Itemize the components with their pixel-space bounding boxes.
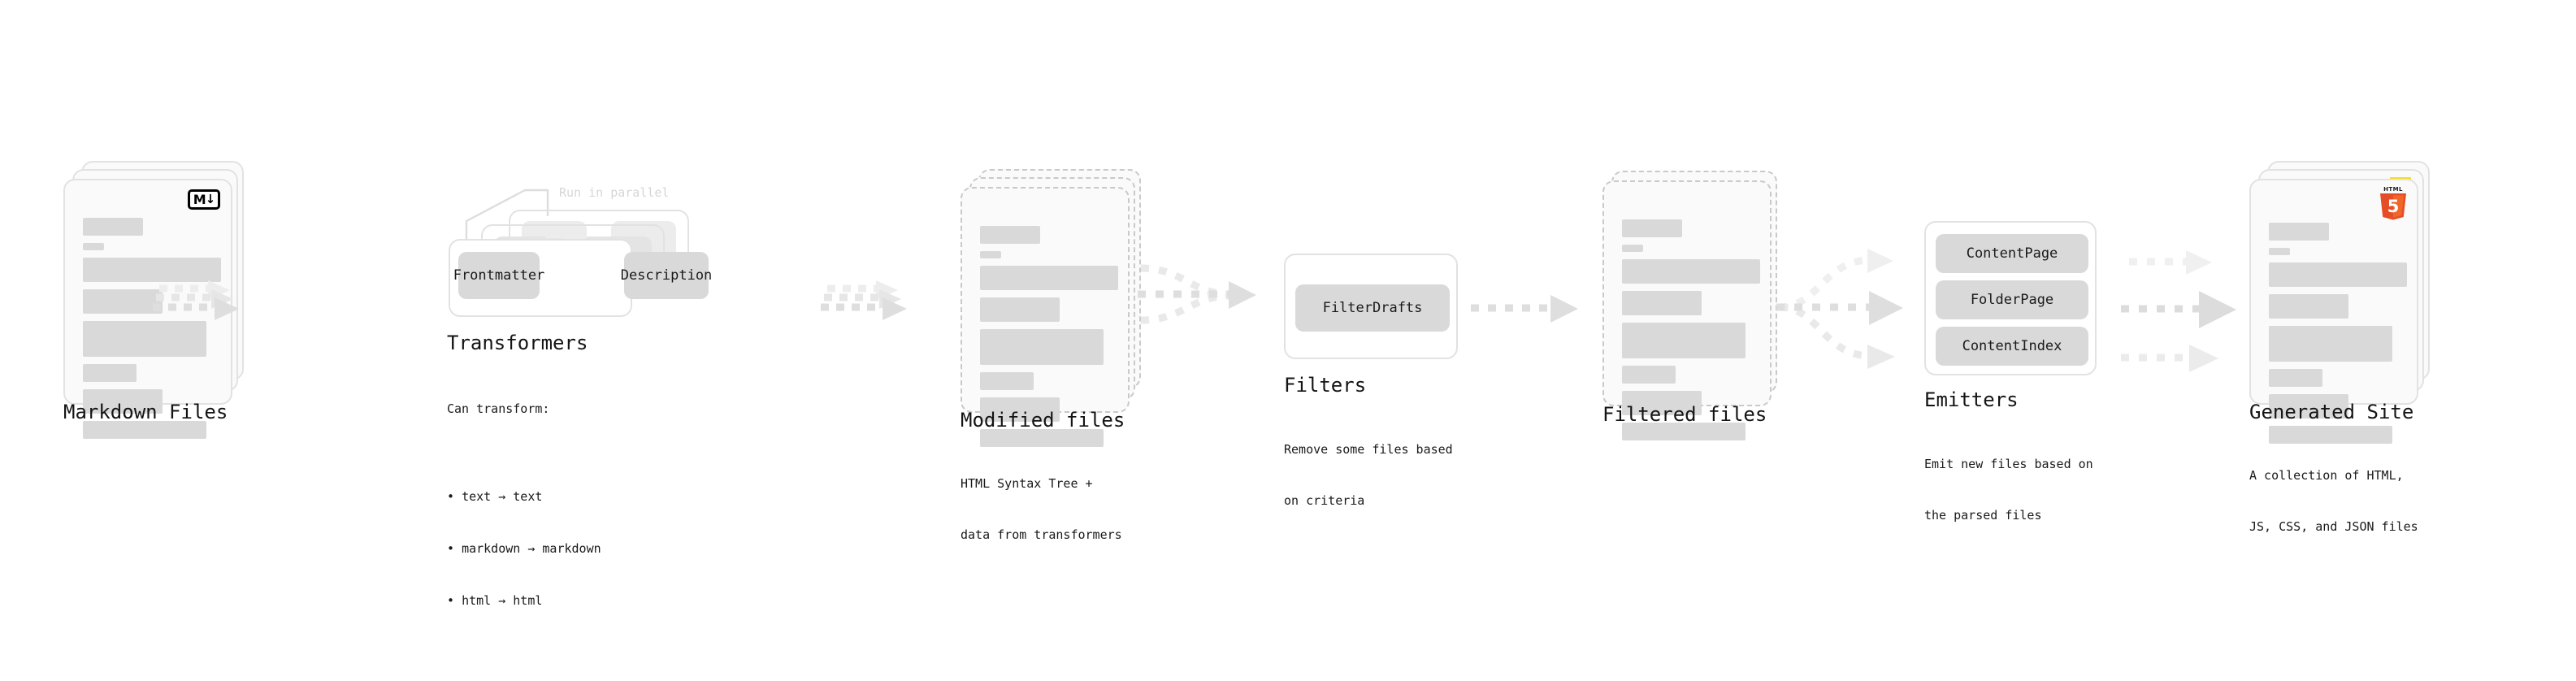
transformer-chip-description[interactable]: Description bbox=[621, 252, 712, 299]
transformers-bullet-item: html → html bbox=[447, 592, 601, 609]
markdown-logo-icon: M↓ bbox=[188, 189, 220, 210]
transformers-bullet-item: markdown → markdown bbox=[447, 540, 601, 557]
transformers-subtitle: Can transform: text → text markdown → ma… bbox=[447, 366, 601, 679]
stage-title-emitters: Emitters bbox=[1924, 388, 2019, 411]
markdown-file-stack: M↓ M↓ M↓ bbox=[63, 161, 244, 439]
markdown-logo-arrow: ↓ bbox=[205, 192, 216, 206]
emitter-chip-label: ContentPage bbox=[1966, 245, 2058, 262]
filters-subtitle-line1: Remove some files based bbox=[1284, 441, 1453, 457]
html5-logo-digit: 5 bbox=[2387, 197, 2400, 216]
emitter-chip-contentpage[interactable]: ContentPage bbox=[1936, 234, 2088, 273]
markdown-file-card-front: M↓ bbox=[63, 179, 232, 439]
emitter-chip-contentindex[interactable]: ContentIndex bbox=[1936, 327, 2088, 366]
modified-file-card-front bbox=[961, 187, 1130, 447]
transformer-chip-label: Description bbox=[620, 267, 713, 284]
emitter-chip-folderpage[interactable]: FolderPage bbox=[1936, 280, 2088, 319]
emitter-chip-label: ContentIndex bbox=[1962, 338, 2062, 354]
document-skeleton bbox=[980, 226, 1118, 454]
filter-chip-label: FilterDrafts bbox=[1322, 300, 1423, 316]
generated-site-subtitle-line1: A collection of HTML, bbox=[2249, 467, 2404, 483]
modified-files-subtitle-line1: HTML Syntax Tree + bbox=[961, 475, 1093, 491]
transformer-chip-label: Frontmatter bbox=[453, 267, 545, 284]
generated-site-subtitle: A collection of HTML, JS, CSS, and JSON … bbox=[2249, 432, 2418, 570]
generated-site-stack: CSS HTML 5 bbox=[2249, 161, 2430, 444]
filters-subtitle-line2: on criteria bbox=[1284, 493, 1365, 509]
html5-logo-label: HTML bbox=[2383, 186, 2403, 193]
emitter-chip-label: FolderPage bbox=[1970, 292, 2054, 308]
transformers-subtitle-head: Can transform: bbox=[447, 401, 550, 416]
filters-subtitle: Remove some files based on criteria bbox=[1284, 406, 1453, 544]
stage-title-transformers: Transformers bbox=[447, 332, 588, 354]
modified-files-subtitle-line2: data from transformers bbox=[961, 527, 1122, 543]
connector-filtered-to-emitters bbox=[1776, 249, 1903, 369]
stage-title-filters: Filters bbox=[1284, 374, 1367, 397]
document-skeleton bbox=[2269, 223, 2407, 451]
generated-site-subtitle-line2: JS, CSS, and JSON files bbox=[2249, 519, 2418, 535]
filtered-file-stack bbox=[1602, 169, 1777, 440]
connector-filters-to-filtered bbox=[1471, 295, 1578, 323]
document-skeleton bbox=[1622, 219, 1760, 448]
emitters-group-box: ContentPage FolderPage ContentIndex bbox=[1924, 221, 2097, 375]
stage-title-generated-site: Generated Site bbox=[2249, 401, 2414, 423]
stage-title-filtered-files: Filtered files bbox=[1602, 403, 1767, 426]
run-in-parallel-label: Run in parallel bbox=[559, 185, 670, 200]
modified-file-stack bbox=[961, 169, 1141, 447]
emitters-subtitle-line2: the parsed files bbox=[1924, 508, 2042, 523]
transformer-chip-frontmatter[interactable]: Frontmatter bbox=[453, 252, 544, 299]
stage-title-markdown-files: Markdown Files bbox=[63, 401, 228, 423]
markdown-logo-letter: M bbox=[193, 191, 206, 207]
filtered-file-card-front bbox=[1602, 180, 1772, 440]
modified-files-subtitle: HTML Syntax Tree + data from transformer… bbox=[961, 440, 1122, 579]
document-skeleton bbox=[83, 218, 221, 446]
html5-logo-icon: HTML 5 bbox=[2380, 186, 2406, 220]
transformers-bullet-list: text → text markdown → markdown html → h… bbox=[447, 453, 601, 644]
emitters-subtitle: Emit new files based on the parsed files bbox=[1924, 421, 2093, 559]
transformers-bullet-item: text → text bbox=[447, 488, 601, 505]
connector-transformers-to-modified bbox=[821, 280, 907, 320]
filters-group-box: FilterDrafts bbox=[1284, 254, 1458, 359]
emitters-subtitle-line1: Emit new files based on bbox=[1924, 456, 2093, 471]
stage-title-modified-files: Modified files bbox=[961, 409, 1125, 432]
connector-modified-to-filters bbox=[1138, 264, 1256, 324]
transformer-card-front: Frontmatter Description bbox=[449, 239, 712, 317]
generated-site-card-front: HTML 5 bbox=[2249, 179, 2418, 444]
filter-chip-filterdrafts[interactable]: FilterDrafts bbox=[1295, 284, 1450, 332]
